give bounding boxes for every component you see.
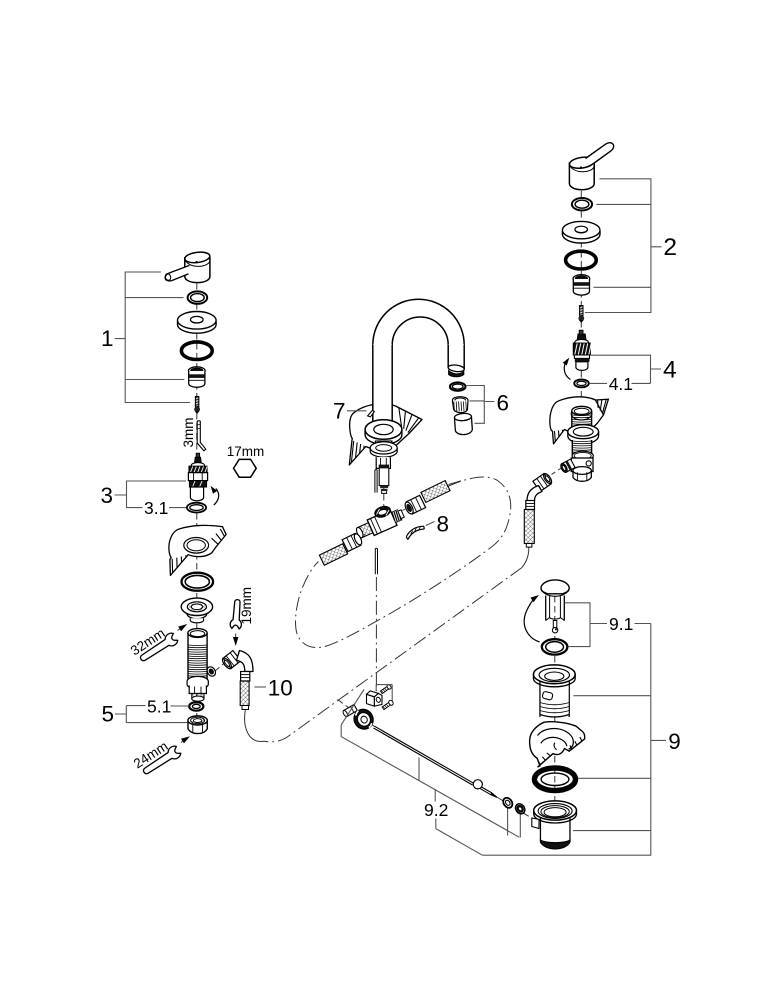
- svg-text:9: 9: [668, 729, 681, 754]
- svg-text:2: 2: [663, 234, 677, 261]
- svg-text:5.1: 5.1: [147, 697, 171, 717]
- svg-text:6: 6: [497, 391, 510, 416]
- svg-text:4.1: 4.1: [609, 374, 633, 394]
- svg-text:3.1: 3.1: [144, 498, 168, 518]
- svg-text:1: 1: [101, 326, 114, 351]
- svg-text:7: 7: [333, 399, 346, 424]
- svg-text:17mm: 17mm: [227, 444, 265, 459]
- svg-text:5: 5: [101, 702, 114, 727]
- svg-text:10: 10: [268, 676, 293, 701]
- svg-text:3: 3: [100, 483, 113, 508]
- svg-text:19mm: 19mm: [239, 587, 254, 625]
- svg-text:3mm: 3mm: [181, 418, 196, 448]
- svg-text:9.2: 9.2: [424, 800, 448, 820]
- svg-text:8: 8: [437, 512, 450, 537]
- svg-text:9.1: 9.1: [609, 614, 633, 634]
- svg-text:4: 4: [663, 357, 677, 384]
